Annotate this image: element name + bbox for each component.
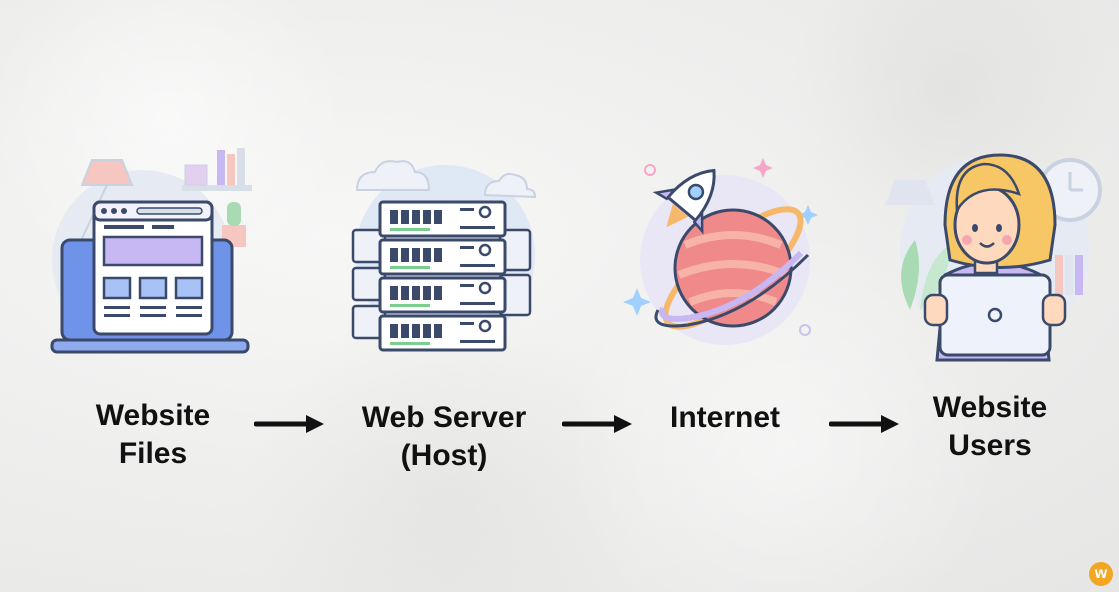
flow-arrow	[562, 415, 632, 433]
laptop-website-icon	[50, 148, 252, 354]
step-label-line: Website	[95, 399, 211, 432]
step-label-website-users: Website Users	[895, 389, 1085, 465]
step-label-line: Users	[948, 429, 1032, 462]
step-label-line: Internet	[669, 401, 780, 434]
server-rack-icon	[351, 160, 537, 352]
step-label-line: (Host)	[400, 439, 488, 472]
rocket-planet-icon	[623, 158, 818, 345]
user-tablet-icon	[885, 153, 1102, 362]
step-label-web-server: Web Server (Host)	[330, 399, 558, 475]
flow-arrow	[829, 415, 899, 433]
step-label-internet: Internet	[640, 399, 810, 437]
flow-arrow	[254, 415, 324, 433]
step-label-website-files: Website Files	[58, 397, 248, 473]
step-label-line: Web Server	[361, 401, 527, 434]
brand-logo-icon: w	[1089, 562, 1113, 586]
step-label-line: Website	[932, 391, 1048, 424]
step-label-line: Files	[118, 437, 188, 470]
